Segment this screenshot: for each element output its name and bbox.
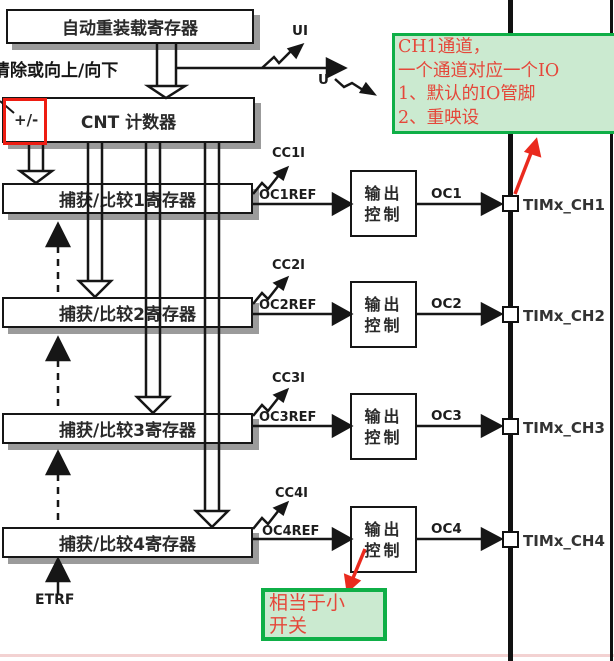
timx-ch2-pin-square <box>502 306 519 323</box>
u-wavy-arrow <box>334 78 364 92</box>
timx-ch1-pin-label: TIMx_CH1 <box>523 196 605 214</box>
etrf-label: ETRF <box>35 592 75 608</box>
ui-update-interrupt-label: UI <box>292 23 308 39</box>
oc4-label: OC4 <box>431 521 462 537</box>
output-control-4-line1: 输出 <box>364 519 403 539</box>
output-control-3-line2: 控制 <box>364 427 403 447</box>
cc3-event-label: CC3I <box>272 371 305 386</box>
timx-ch3-pin-label: TIMx_CH3 <box>523 419 605 437</box>
oc2ref-label: OC2REF <box>259 298 317 313</box>
note-ch1-arrow-line <box>513 152 533 195</box>
timx-pin-bus-line <box>508 0 513 661</box>
oc2-label: OC2 <box>431 296 462 312</box>
note-ch1-line3: 1、默认的IO管脚 <box>398 84 536 104</box>
cc2-event-label: CC2I <box>272 258 305 273</box>
timx-ch4-pin-label: TIMx_CH4 <box>523 532 605 550</box>
note-ch1: CH1通道， 一个通道对应一个IO 1、默认的IO管脚 2、重映设 <box>392 33 614 134</box>
cnt-counter-label: CNT 计数器 <box>80 112 177 133</box>
page-bottom-divider <box>0 654 614 657</box>
output-control-box-3: 输出 控制 <box>350 393 417 460</box>
auto-reload-register-label: 自动重装载寄存器 <box>62 19 198 39</box>
note-switch-line1: 相当于小 <box>269 592 346 614</box>
red-highlight-box <box>3 98 47 145</box>
capture-compare-register-1-label: 捕获/比较1寄存器 <box>58 191 197 211</box>
output-control-box-4: 输出 控制 <box>350 506 417 573</box>
oc4ref-label: OC4REF <box>262 524 320 539</box>
note-ch1-arrowhead <box>523 137 542 158</box>
output-control-4-line2: 控制 <box>364 540 403 560</box>
timx-ch3-pin-square <box>502 418 519 435</box>
oc1ref-label: OC1REF <box>259 188 317 203</box>
output-control-2-line1: 输出 <box>364 294 403 314</box>
plus-minus-label: +/- <box>14 111 39 129</box>
oc1-label: OC1 <box>431 186 462 202</box>
capture-compare-register-2: 捕获/比较2寄存器 <box>2 297 253 328</box>
output-control-1-line2: 控制 <box>364 204 403 224</box>
output-control-2-line2: 控制 <box>364 315 403 335</box>
clear-updown-label: 清除或向上/向下 <box>0 61 119 81</box>
capture-compare-register-1: 捕获/比较1寄存器 <box>2 183 253 214</box>
output-control-box-2: 输出 控制 <box>350 281 417 348</box>
capture-compare-register-2-label: 捕获/比较2寄存器 <box>58 305 197 325</box>
note-switch-line2: 开关 <box>269 615 308 637</box>
output-control-box-1: 输出 控制 <box>350 170 417 237</box>
ui-zigzag-arrow <box>261 50 292 69</box>
cc1-event-label: CC1I <box>272 146 305 161</box>
output-control-3-line1: 输出 <box>364 406 403 426</box>
diagram-right-border-line <box>610 0 613 661</box>
timx-ch4-pin-square <box>502 531 519 548</box>
note-switch: 相当于小 开关 <box>261 588 387 641</box>
oc3-label: OC3 <box>431 408 462 424</box>
note-ch1-line1: CH1通道， <box>398 37 491 57</box>
oc3ref-label: OC3REF <box>259 410 317 425</box>
capture-compare-register-4-label: 捕获/比较4寄存器 <box>58 535 197 555</box>
note-ch1-line2: 一个通道对应一个IO <box>398 60 560 81</box>
capture-compare-register-3: 捕获/比较3寄存器 <box>2 413 253 444</box>
output-control-1-line1: 输出 <box>364 183 403 203</box>
update-event-arrowhead <box>325 56 348 80</box>
timx-ch2-pin-label: TIMx_CH2 <box>523 307 605 325</box>
capture-compare-register-3-label: 捕获/比较3寄存器 <box>58 421 197 441</box>
u-update-event-label: U <box>318 72 329 88</box>
capture-compare-register-4: 捕获/比较4寄存器 <box>2 527 253 558</box>
timx-ch1-pin-square <box>502 195 519 212</box>
note-ch1-line4: 2、重映设 <box>398 107 480 128</box>
cc4-event-label: CC4I <box>275 486 308 501</box>
auto-reload-register-box: 自动重装载寄存器 <box>6 9 254 44</box>
